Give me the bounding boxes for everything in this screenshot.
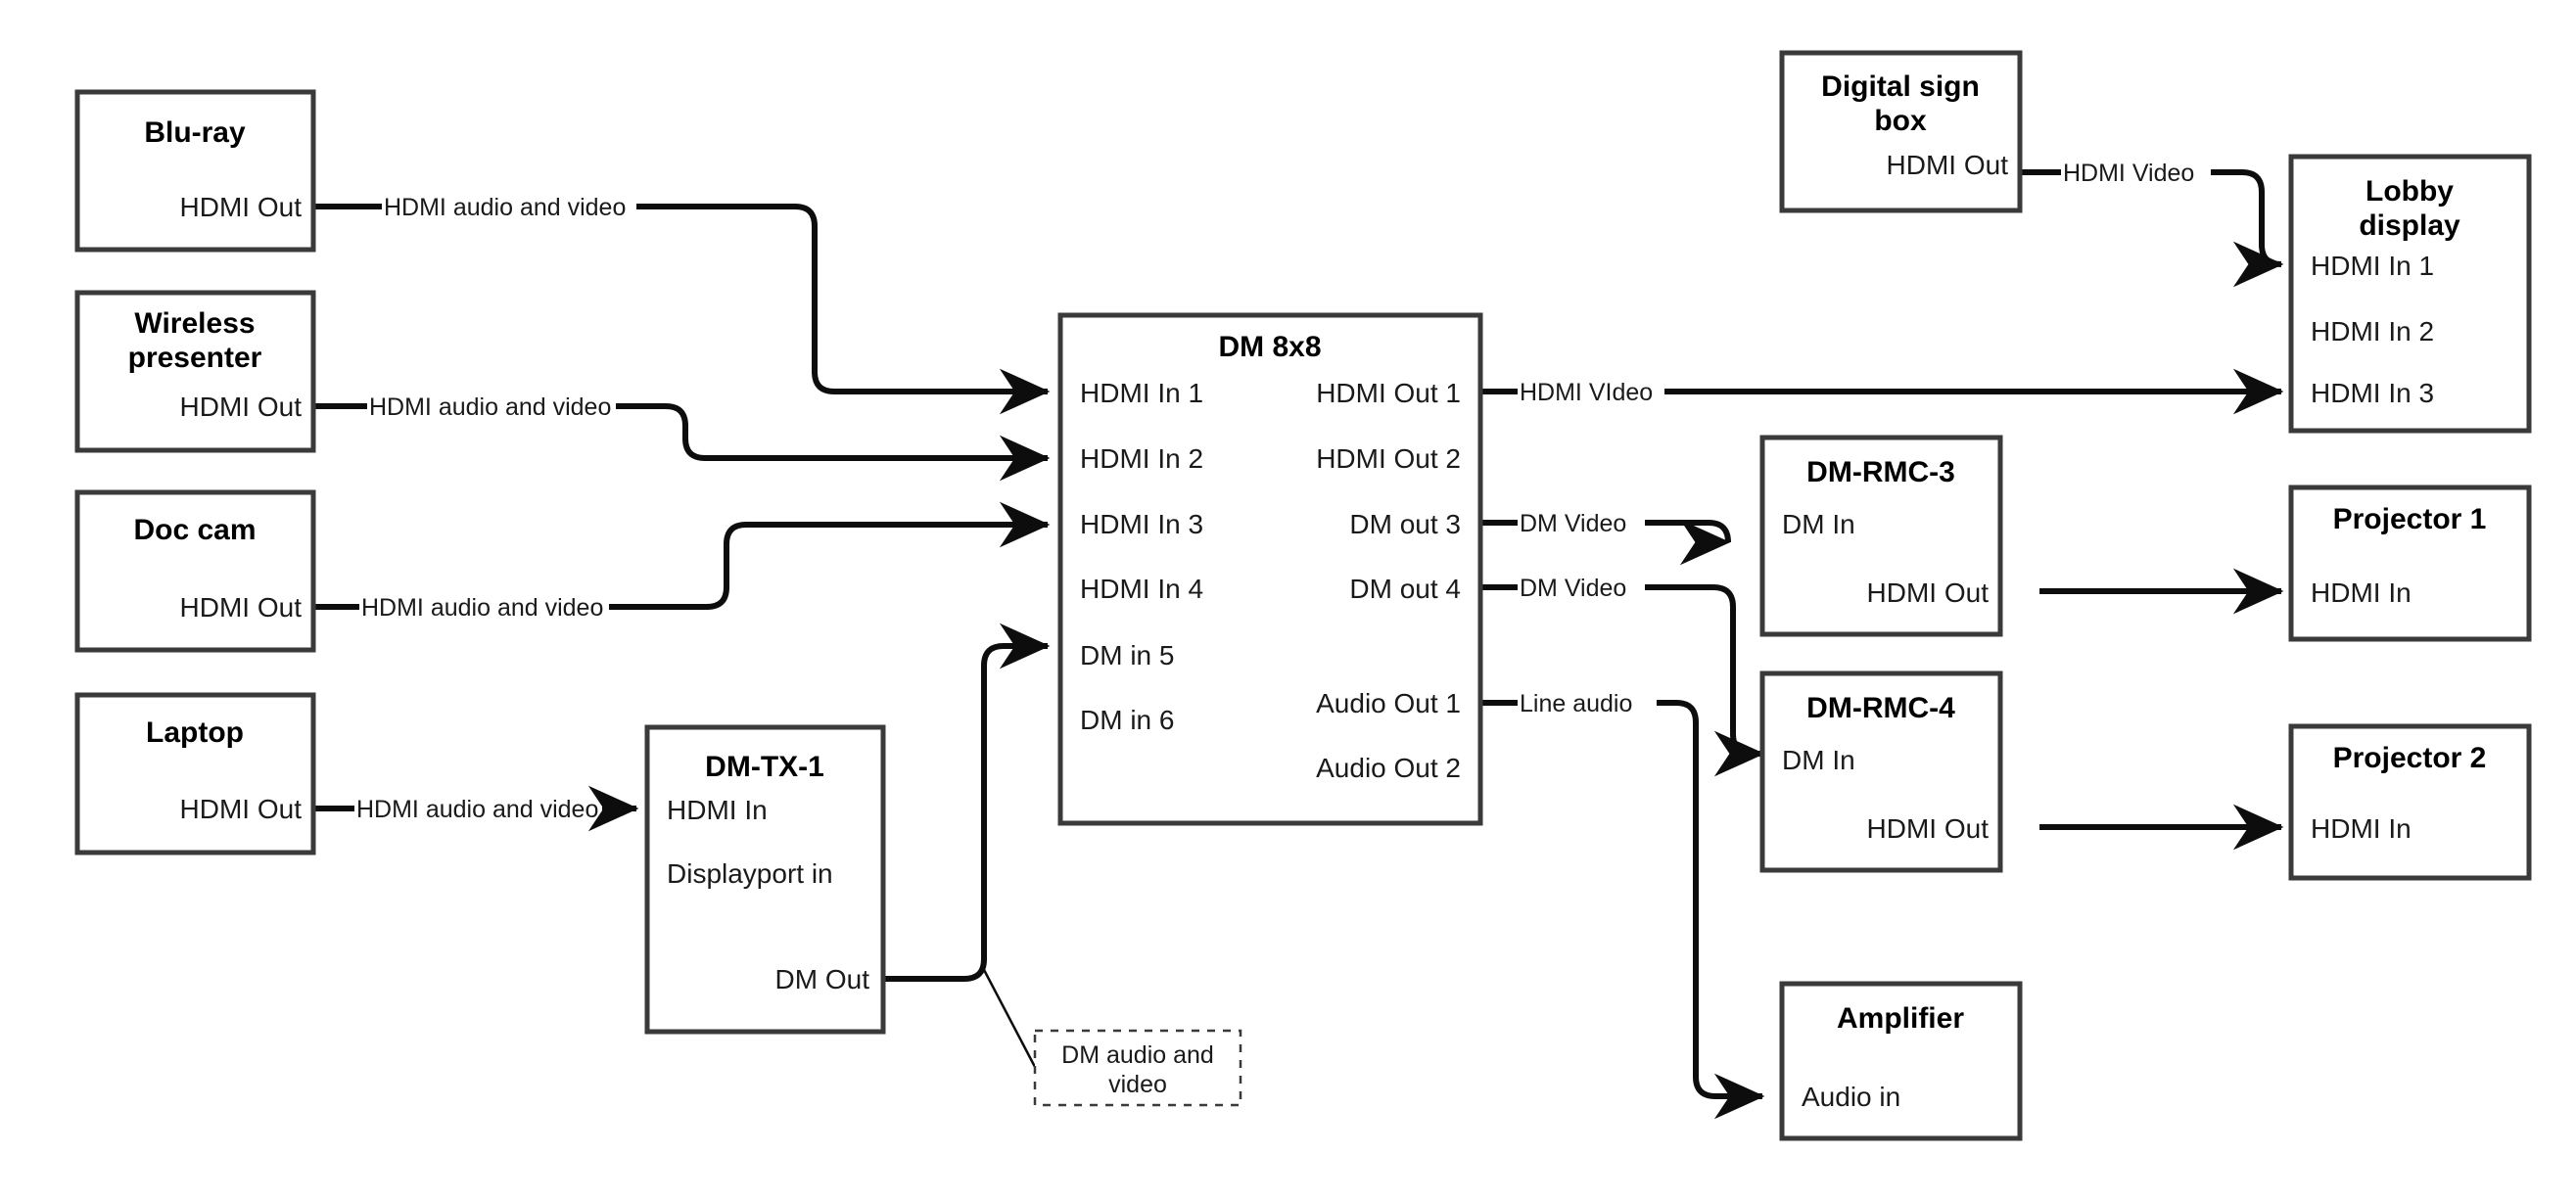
dm-8x8-output-audio-out-2: Audio Out 2 [1316,753,1461,783]
doc-cam-port-hdmi-out: HDMI Out [180,592,303,623]
dm-rmc-3-title: DM-RMC-3 [1806,456,1955,488]
dm-8x8-input-dm-in-5: DM in 5 [1080,640,1174,670]
wire-label-wireless-to-in2: HDMI audio and video [369,393,611,421]
wire-label-bluray-to-in1: HDMI audio and video [384,194,626,221]
wire-doccam-to-hdmi-in-3 [313,525,1048,610]
digital-sign-box-port-hdmi-out: HDMI Out [1887,150,2009,180]
wire-label-doccam-to-in3: HDMI audio and video [361,594,603,622]
laptop-title: Laptop [146,716,244,749]
wire-audio-out-1-to-amplifier [1480,700,1762,1096]
node-wireless-presenter[interactable]: Wireless presenter HDMI Out [74,290,316,453]
lobby-display-title-line1: Lobby [2365,175,2454,208]
dm-tx-1-port-hdmi-in: HDMI In [667,795,768,825]
wireless-presenter-title-line2: presenter [128,342,262,374]
wire-bluray-to-hdmi-in-1 [313,204,1048,392]
wireless-presenter-title-line1: Wireless [134,307,255,340]
wire-layer [313,169,2281,1096]
dm-rmc-4-title: DM-RMC-4 [1806,692,1955,724]
laptop-box[interactable] [74,692,316,855]
dm-rmc-3-port-hdmi-out: HDMI Out [1867,577,1990,608]
wire-label-layer: HDMI audio and video HDMI audio and vide… [356,160,2194,823]
dm-8x8-output-hdmi-out-2: HDMI Out 2 [1316,443,1461,474]
dm-rmc-3-port-dm-in: DM In [1782,509,1855,539]
projector-2-title: Projector 2 [2333,742,2487,774]
dm-8x8-title: DM 8x8 [1218,331,1321,363]
projector-2-box[interactable] [2288,723,2532,881]
projector-1-title: Projector 1 [2333,503,2487,535]
dm-8x8-input-hdmi-in-2: HDMI In 2 [1080,443,1203,474]
dm-rmc-3-box[interactable] [1759,435,2003,637]
wireless-presenter-box[interactable] [74,290,316,453]
dm-8x8-input-hdmi-in-3: HDMI In 3 [1080,509,1203,539]
lobby-display-input-hdmi-in-3: HDMI In 3 [2311,378,2434,408]
node-dm-rmc-4[interactable]: DM-RMC-4 DM In HDMI Out [1759,670,2003,873]
doc-cam-box[interactable] [74,489,316,653]
dm-rmc-4-port-hdmi-out: HDMI Out [1867,813,1990,844]
node-dm-tx-1[interactable]: DM-TX-1 HDMI In Displayport in DM Out [644,724,886,1035]
projector-1-box[interactable] [2288,485,2532,642]
wire-dm-out-4-to-dmrmc4 [1480,584,1762,754]
node-digital-sign-box[interactable]: Digital sign box HDMI Out [1779,50,2023,213]
dm-tx-1-port-displayport-in: Displayport in [667,858,833,889]
dm-8x8-output-dm-out-3: DM out 3 [1349,509,1461,539]
wire-label-dmout4-to-rmc4: DM Video [1520,575,1626,602]
callout-dm-audio-and-video: DM audio and video [1033,1029,1242,1107]
wireless-presenter-port-hdmi-out: HDMI Out [180,392,303,422]
node-dm-8x8[interactable]: DM 8x8 HDMI In 1 HDMI In 2 HDMI In 3 HDM… [1057,312,1483,826]
wire-wireless-to-hdmi-in-2 [313,406,1048,458]
dm-tx-1-port-dm-out: DM Out [775,964,870,994]
wire-dm-out-3-to-dmrmc3 [1480,523,1728,542]
dm-8x8-output-audio-out-1: Audio Out 1 [1316,688,1461,718]
digital-sign-box-box[interactable] [1779,50,2023,213]
dm-8x8-input-hdmi-in-1: HDMI In 1 [1080,378,1203,408]
digital-sign-box-title-line2: box [1874,105,1927,137]
wire-label-hdmiout1-to-lobby: HDMI VIdeo [1520,379,1653,406]
lobby-display-input-hdmi-in-1: HDMI In 1 [2311,251,2434,281]
node-projector-1[interactable]: Projector 1 HDMI In [2288,485,2532,642]
node-laptop[interactable]: Laptop HDMI Out [74,692,316,855]
lobby-display-input-hdmi-in-2: HDMI In 2 [2311,316,2434,346]
amplifier-box[interactable] [1779,981,2023,1141]
dm-8x8-output-dm-out-4: DM out 4 [1349,574,1461,604]
callout-dm-audio-and-video-line2: video [1108,1071,1167,1098]
dm-8x8-input-dm-in-6: DM in 6 [1080,705,1174,735]
node-bluray[interactable]: Blu-ray HDMI Out [74,89,316,253]
dm-rmc-4-port-dm-in: DM In [1782,745,1855,775]
callout-dm-audio-and-video-box [1033,1029,1242,1107]
bluray-title: Blu-ray [144,116,246,149]
projector-1-port-hdmi-in: HDMI In [2311,577,2412,608]
amplifier-title: Amplifier [1837,1002,1964,1035]
wire-label-signbox-to-lobby: HDMI Video [2063,160,2194,187]
node-dm-rmc-3[interactable]: DM-RMC-3 DM In HDMI Out [1759,435,2003,637]
amplifier-port-audio-in: Audio in [1802,1082,1900,1112]
dm-8x8-output-hdmi-out-1: HDMI Out 1 [1316,378,1461,408]
wire-label-audioout1-to-amp: Line audio [1520,690,1632,717]
dm-8x8-box[interactable] [1057,312,1483,826]
laptop-port-hdmi-out: HDMI Out [180,794,303,824]
dm-tx-1-title: DM-TX-1 [705,751,824,783]
wire-signbox-to-lobby-hdmi-in-1 [2020,169,2281,264]
dm-rmc-4-box[interactable] [1759,670,2003,873]
node-amplifier[interactable]: Amplifier Audio in [1779,981,2023,1141]
lobby-display-title-line2: display [2359,209,2460,242]
lobby-display-box[interactable] [2288,154,2532,434]
wire-dmtx1-to-dm-in-5 [881,623,1051,982]
leader-dm-audio-video-callout [980,965,1037,1068]
node-lobby-display[interactable]: Lobby display HDMI In 1 HDMI In 2 HDMI I… [2288,154,2532,434]
bluray-box[interactable] [74,89,316,253]
node-doc-cam[interactable]: Doc cam HDMI Out [74,489,316,653]
dm-tx-1-box[interactable] [644,724,886,1035]
projector-2-port-hdmi-in: HDMI In [2311,813,2412,844]
node-projector-2[interactable]: Projector 2 HDMI In [2288,723,2532,881]
doc-cam-title: Doc cam [133,514,256,546]
callout-dm-audio-and-video-line1: DM audio and [1061,1041,1214,1069]
wire-label-dmout3-to-rmc3: DM Video [1520,510,1626,537]
bluray-port-hdmi-out: HDMI Out [180,192,303,222]
wire-label-laptop-to-tx: HDMI audio and video [356,796,598,823]
digital-sign-box-title-line1: Digital sign [1821,70,1980,103]
dm-8x8-input-hdmi-in-4: HDMI In 4 [1080,574,1203,604]
